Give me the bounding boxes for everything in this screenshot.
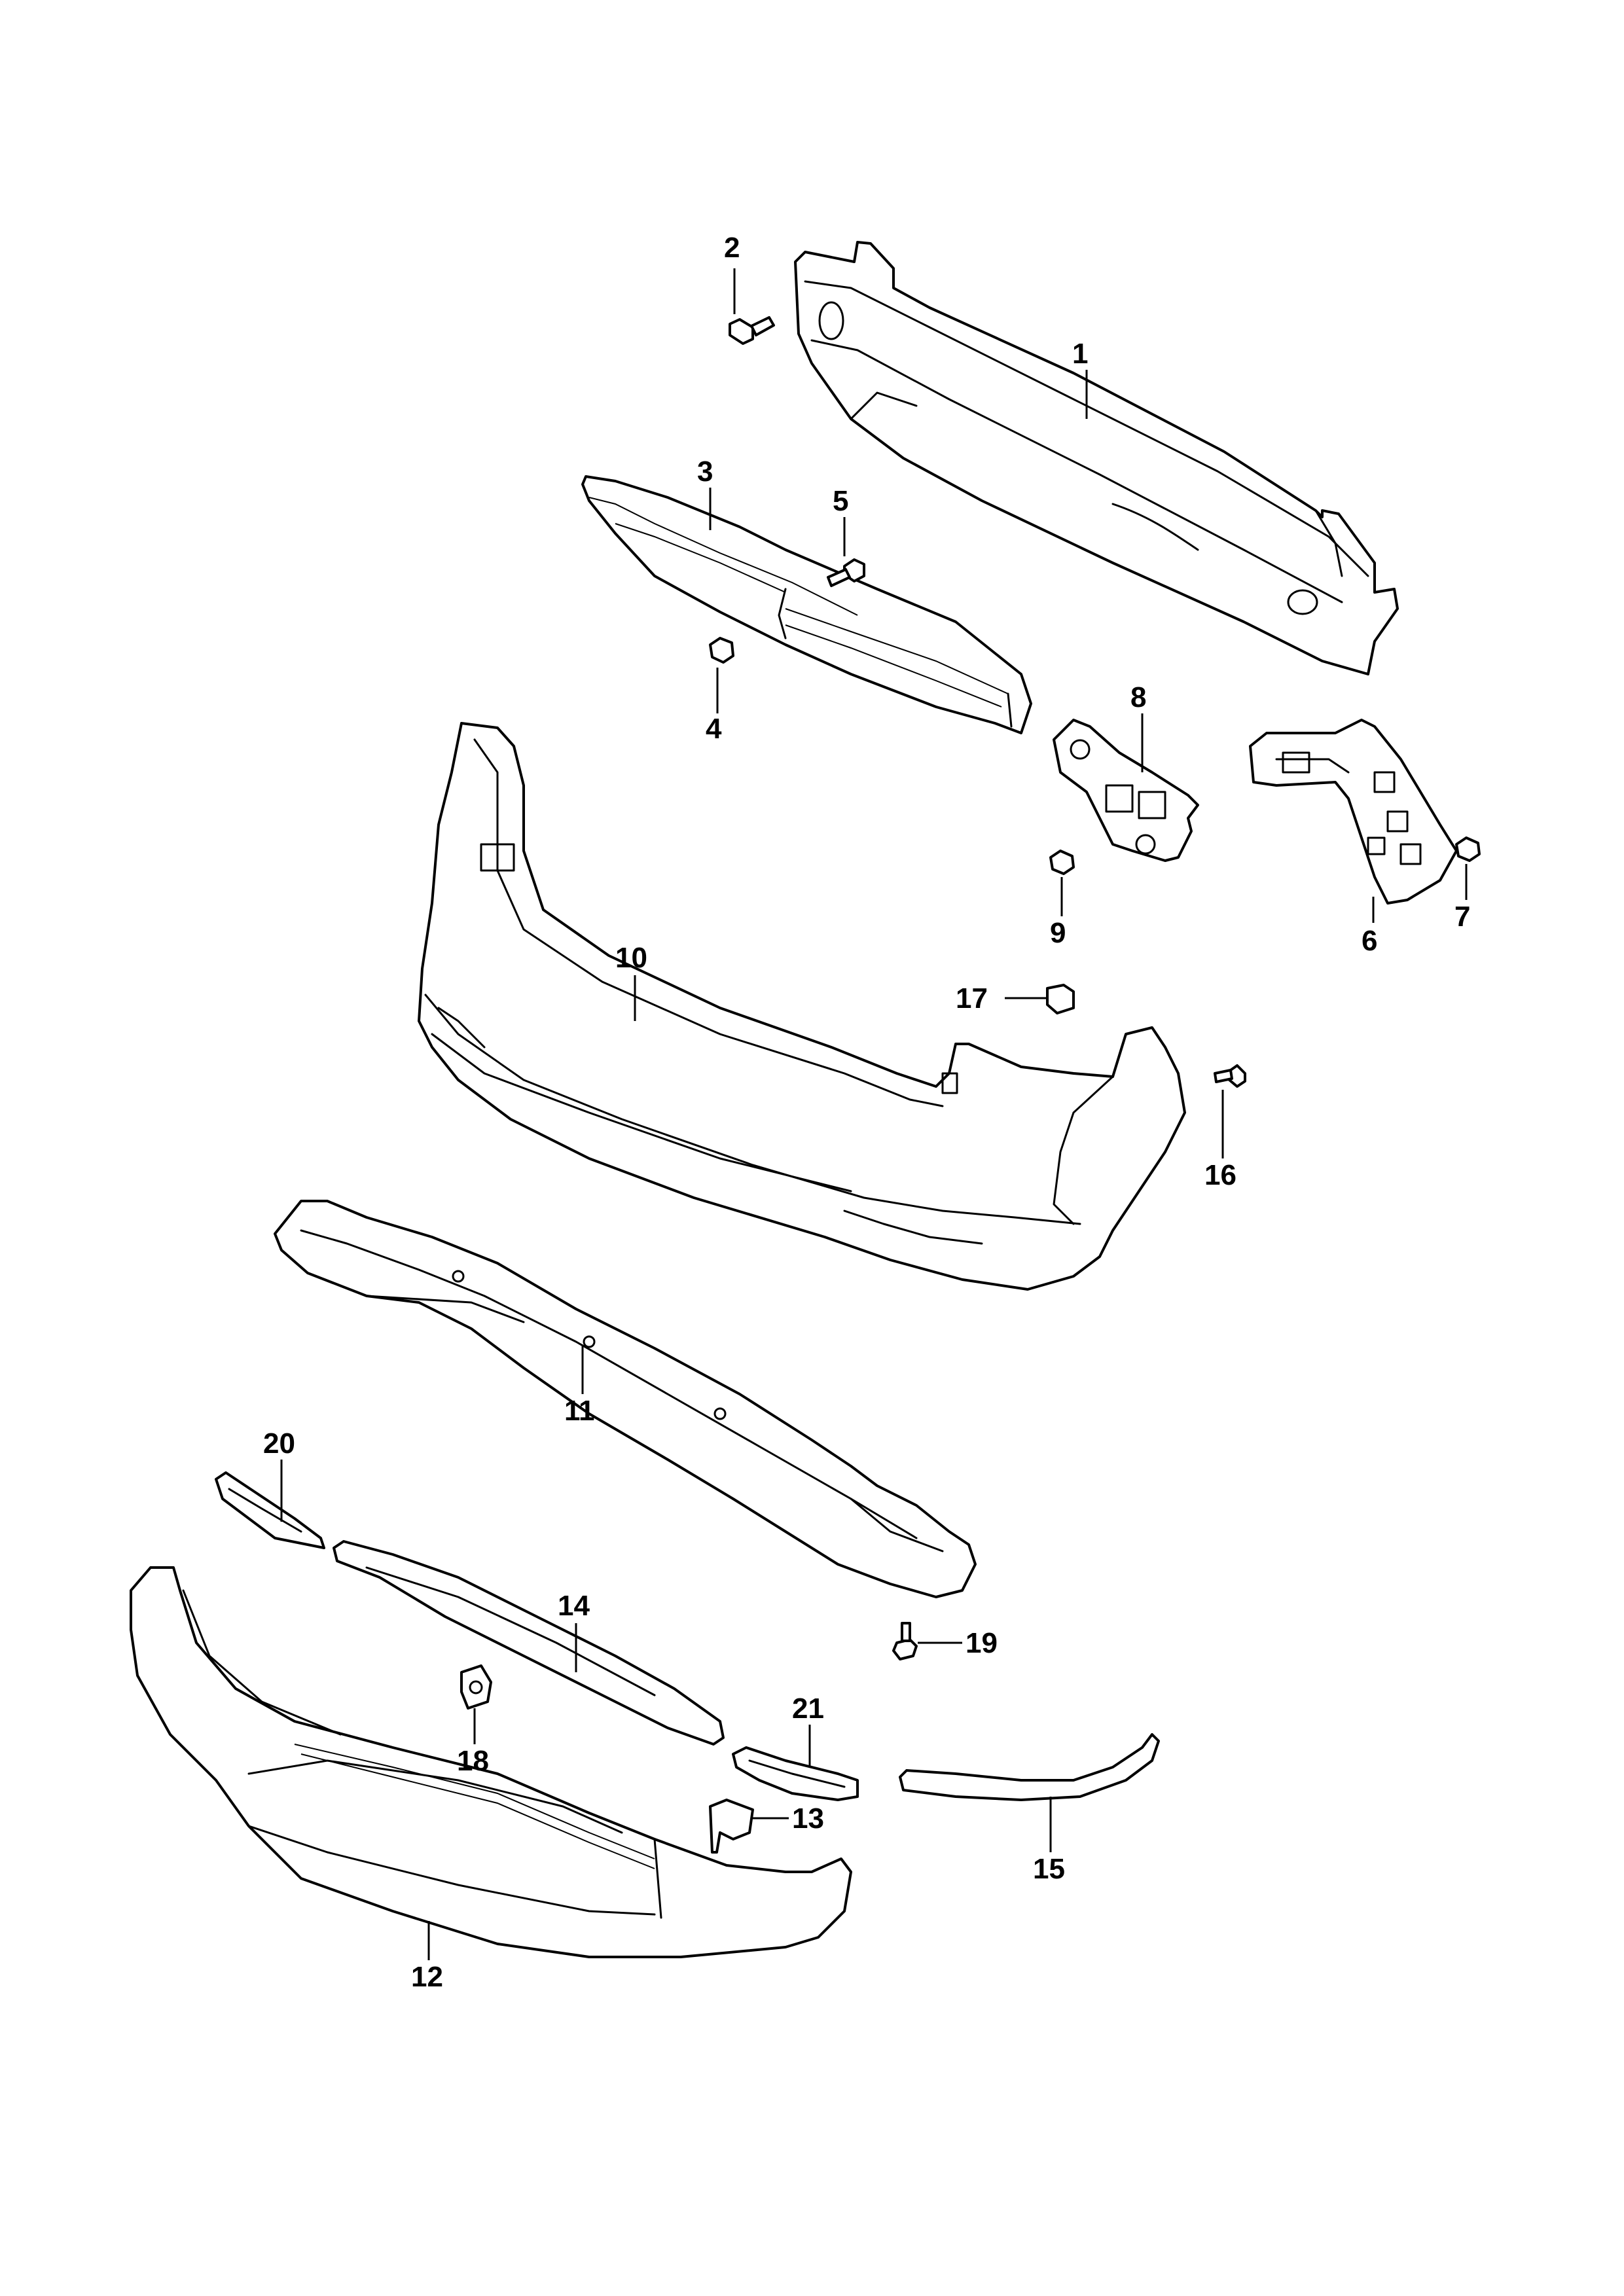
part-6-side-bracket bbox=[1249, 719, 1458, 905]
part-3-energy-absorber bbox=[581, 475, 1032, 734]
callout-6: 6 bbox=[1362, 925, 1377, 957]
part-15-side-trim bbox=[899, 1733, 1160, 1801]
part-21-right-trim bbox=[732, 1746, 859, 1801]
callout-labels: 2 1 3 5 4 8 9 6 7 10 17 16 11 20 14 19 2… bbox=[263, 232, 1470, 1993]
part-7-nut bbox=[1455, 836, 1481, 862]
part-12-lower-valance bbox=[130, 1566, 852, 1958]
callout-21: 21 bbox=[792, 1693, 824, 1725]
part-9-nut bbox=[1049, 850, 1075, 875]
callout-17: 17 bbox=[956, 982, 988, 1014]
callout-7: 7 bbox=[1454, 901, 1470, 933]
callout-20: 20 bbox=[263, 1427, 295, 1460]
callout-18: 18 bbox=[457, 1745, 489, 1777]
part-8-bracket bbox=[1053, 719, 1199, 862]
callout-1: 1 bbox=[1072, 338, 1088, 370]
part-19-bolt bbox=[892, 1622, 918, 1660]
callout-12: 12 bbox=[411, 1961, 443, 1993]
part-20-left-trim bbox=[215, 1471, 325, 1549]
part-11-lower-carrier bbox=[274, 1200, 977, 1598]
callout-5: 5 bbox=[833, 485, 848, 517]
callout-9: 9 bbox=[1050, 917, 1066, 949]
part-4-nut bbox=[709, 637, 734, 664]
part-14-trim-strip bbox=[333, 1540, 725, 1746]
part-18-bracket-clip bbox=[460, 1664, 492, 1710]
part-2-bolt bbox=[729, 316, 775, 345]
part-1-reinforcement-beam bbox=[794, 241, 1399, 675]
callout-14: 14 bbox=[558, 1590, 590, 1622]
callout-13: 13 bbox=[792, 1803, 824, 1835]
callout-8: 8 bbox=[1130, 681, 1146, 713]
callout-19: 19 bbox=[965, 1627, 998, 1659]
callout-15: 15 bbox=[1033, 1853, 1065, 1885]
part-17-clip bbox=[1046, 984, 1075, 1014]
callout-16: 16 bbox=[1204, 1159, 1236, 1191]
part-16-screw bbox=[1214, 1064, 1246, 1088]
leader-lines bbox=[280, 268, 1468, 1960]
callout-2: 2 bbox=[724, 232, 740, 264]
part-5-bolt bbox=[827, 558, 865, 587]
callout-4: 4 bbox=[706, 713, 722, 745]
part-13-clip bbox=[709, 1799, 754, 1854]
part-10-bumper-cover bbox=[418, 722, 1186, 1291]
callout-3: 3 bbox=[697, 456, 713, 488]
callout-10: 10 bbox=[615, 942, 647, 974]
callout-11: 11 bbox=[564, 1395, 595, 1427]
